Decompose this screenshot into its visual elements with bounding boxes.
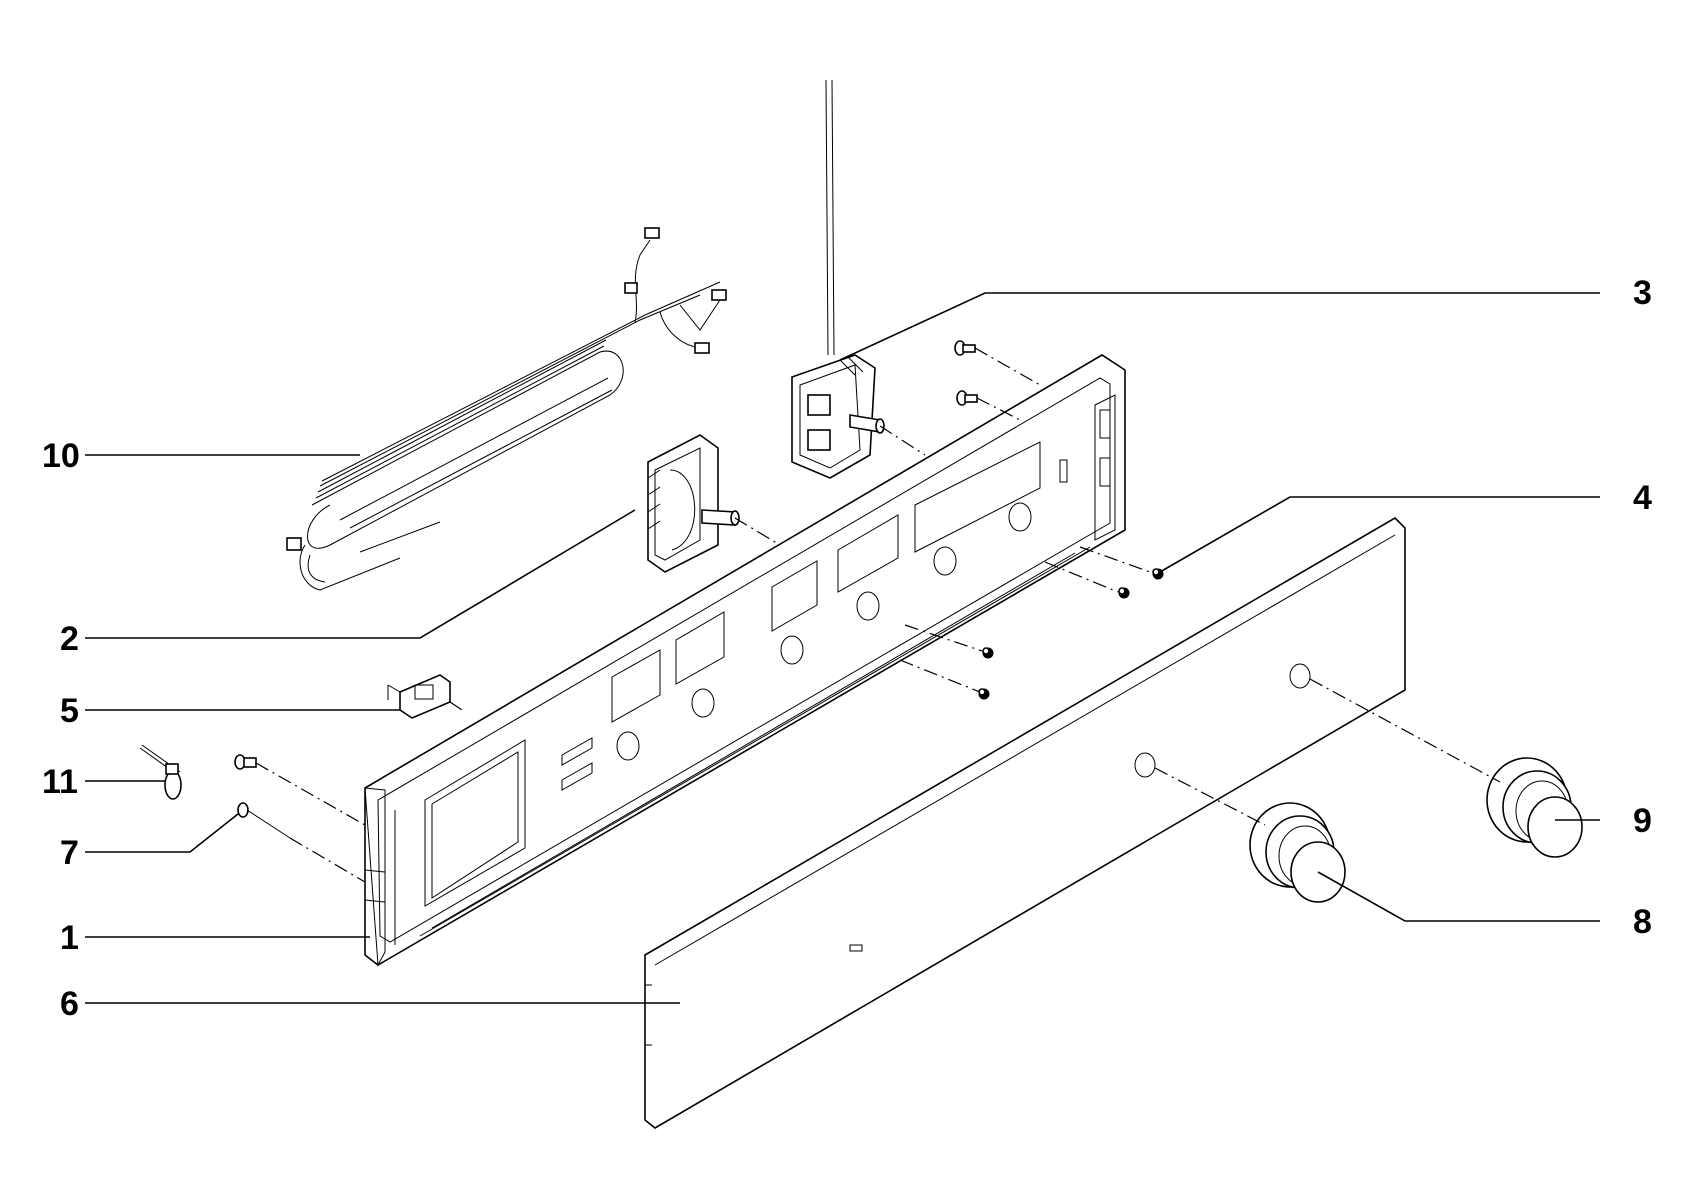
part-4-screws [954, 340, 1164, 700]
part-10-wiring-harness [286, 227, 727, 591]
assembly-axis-lines [255, 347, 1501, 883]
part-9-control-knob [1486, 757, 1583, 858]
screw-top-2 [956, 390, 978, 406]
callout-11: 11 [42, 763, 78, 801]
callout-3: 3 [1633, 274, 1652, 312]
callout-6: 6 [60, 985, 79, 1023]
callout-9: 9 [1633, 802, 1652, 840]
callout-8: 8 [1633, 903, 1652, 941]
screw-top-1 [954, 340, 976, 356]
part-11-cable-tie [139, 744, 182, 800]
part-6-front-glass-panel [644, 516, 1406, 1129]
screw-mid-3 [982, 647, 994, 659]
part-1-control-panel-frame [364, 354, 1126, 967]
leader-3 [839, 292, 1600, 361]
part-8-control-knob [1249, 802, 1346, 903]
callout-7: 7 [60, 834, 79, 872]
screw-mid-2 [1118, 587, 1130, 599]
leader-8 [1317, 871, 1600, 922]
leader-7 [85, 813, 239, 853]
leader-4 [1159, 496, 1600, 573]
callout-4: 4 [1633, 479, 1652, 517]
callout-2: 2 [60, 620, 79, 658]
callout-10: 10 [42, 437, 80, 475]
screw-mid-1 [1152, 568, 1164, 580]
part-3-thermostat [791, 79, 885, 479]
screw-mid-4 [978, 688, 990, 700]
callout-labels: 1 2 3 4 5 6 7 8 9 10 11 [42, 274, 1652, 1023]
leader-2 [85, 509, 636, 639]
callout-leader-lines [85, 292, 1600, 1004]
callout-1: 1 [60, 919, 79, 957]
part-7-retaining-pins [234, 754, 291, 839]
part-5-rocker-switch [387, 674, 451, 719]
callout-5: 5 [60, 692, 79, 730]
part-2-selector-switch [647, 434, 740, 573]
